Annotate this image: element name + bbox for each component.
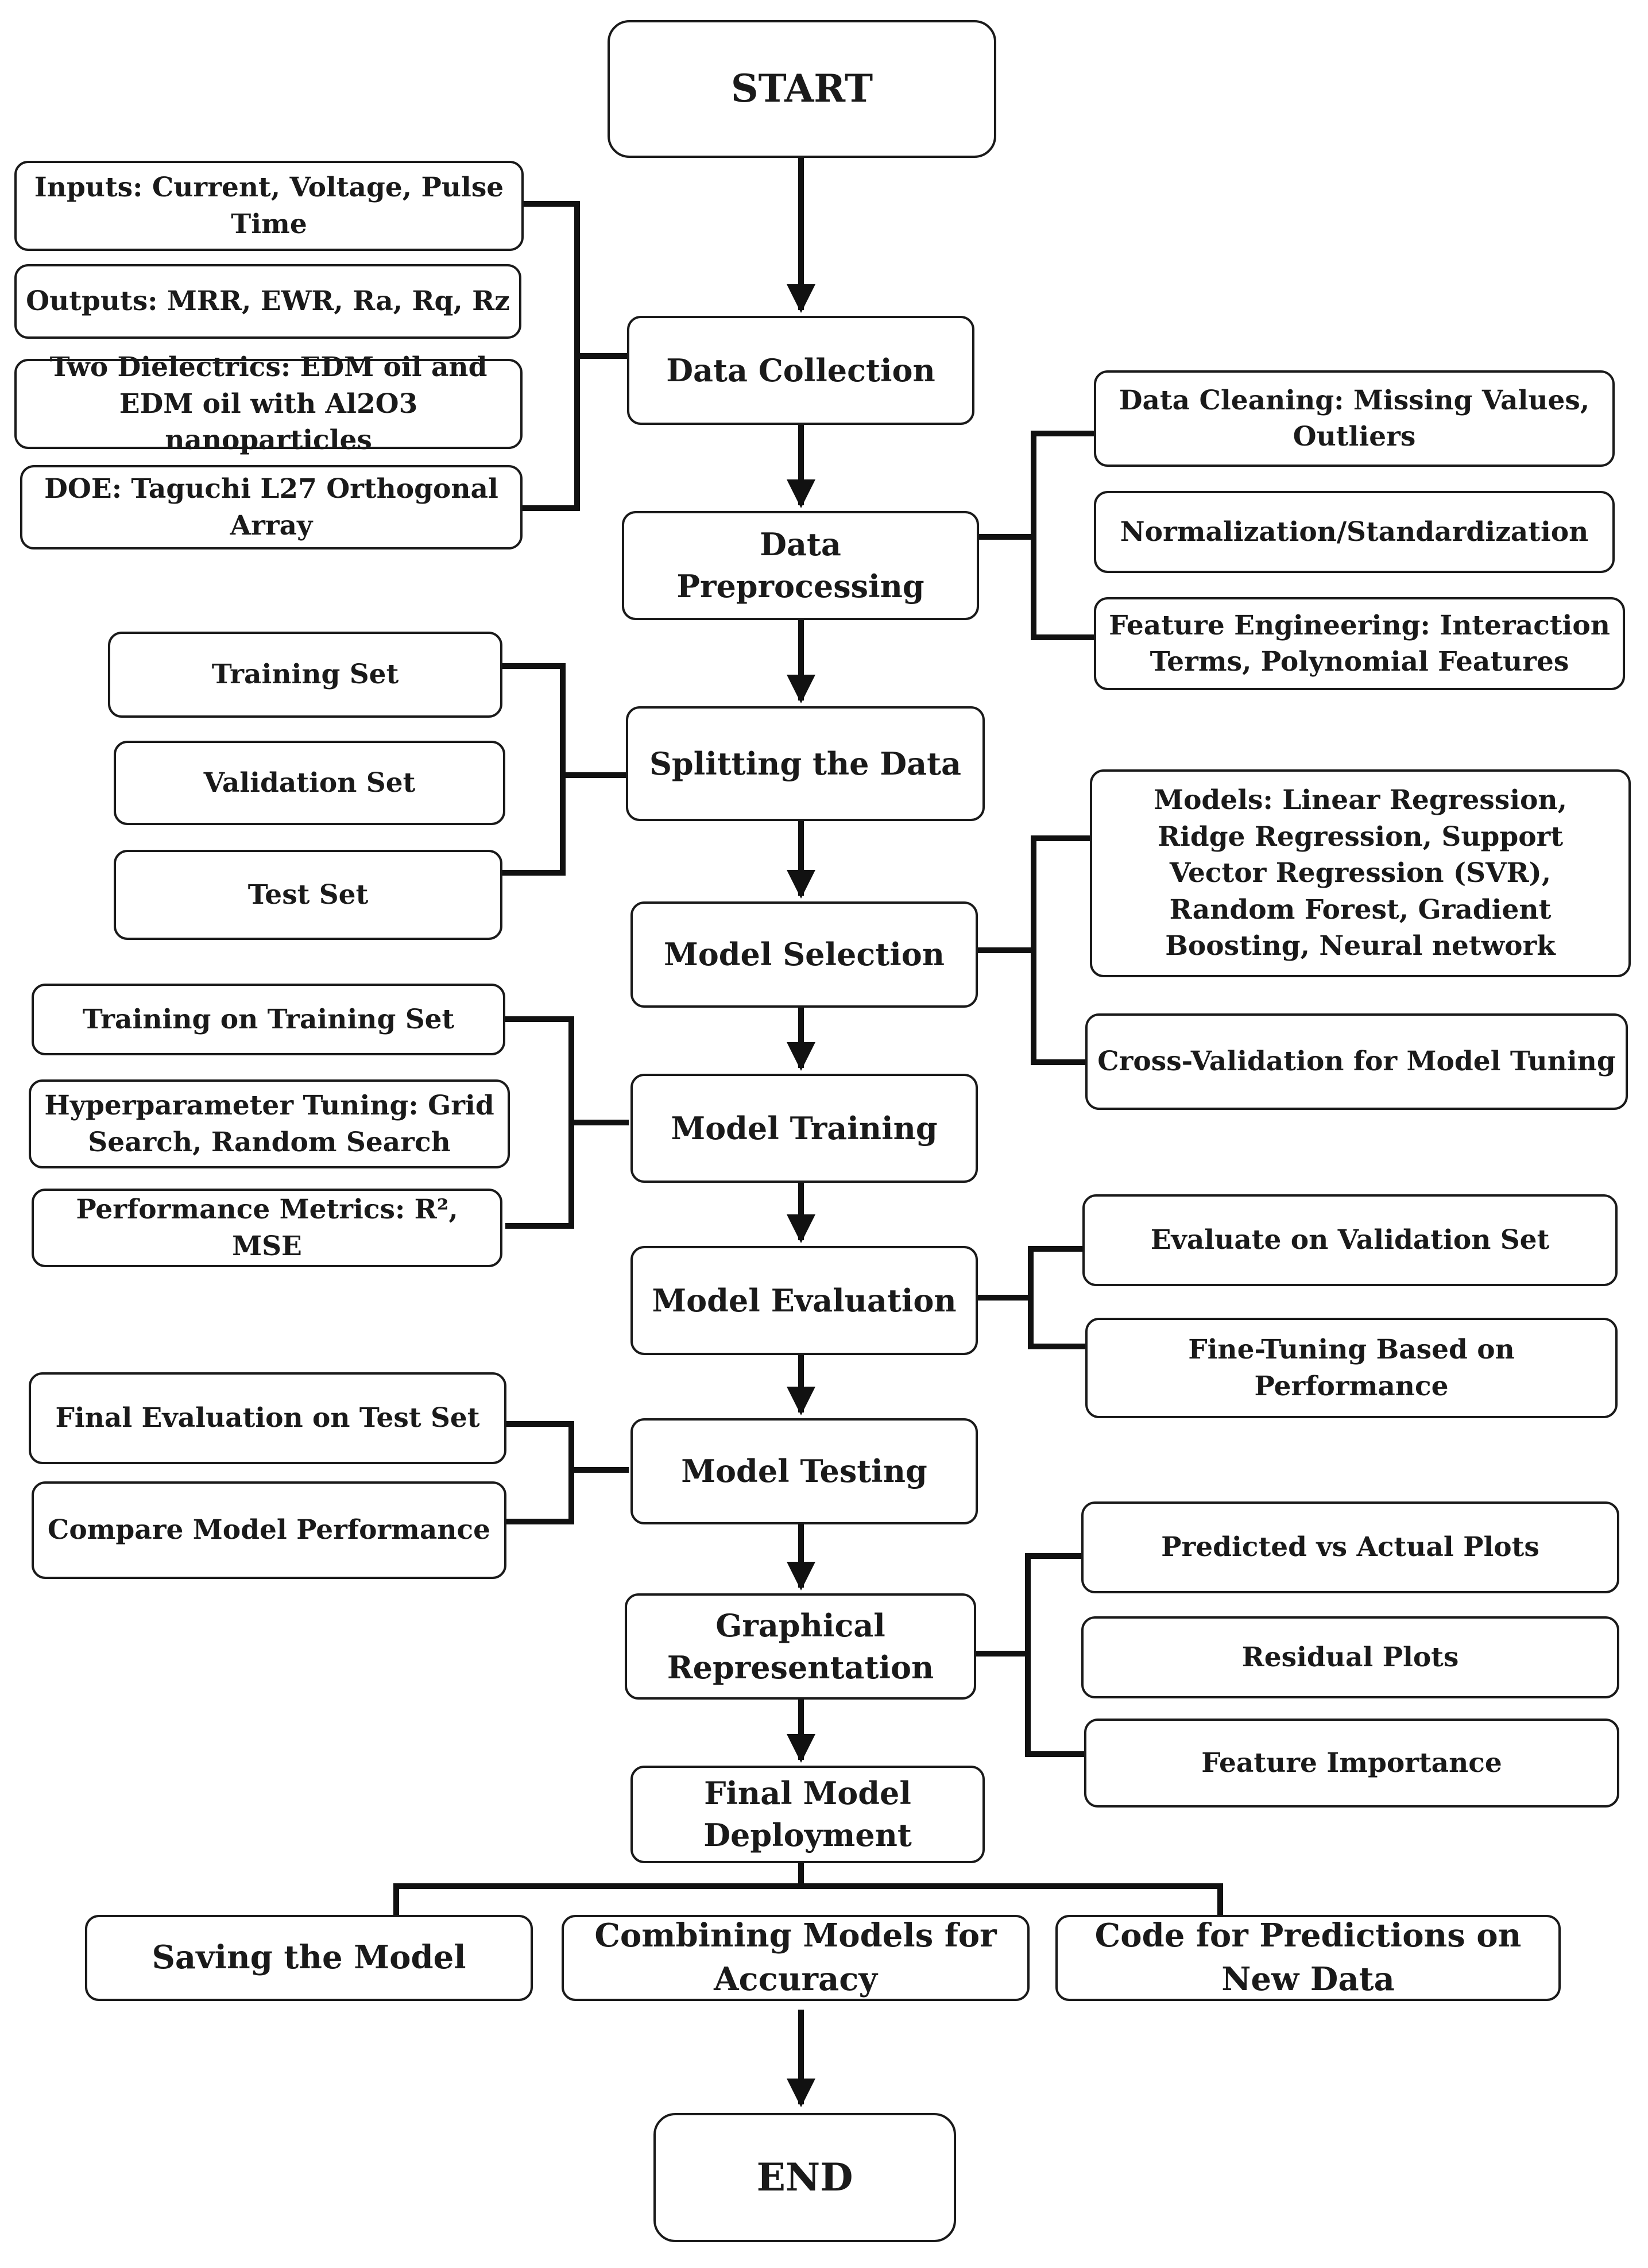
bracket-testing	[505, 1421, 629, 1524]
fine-tuning-based-on-performance: Fine-Tuning Based on Performance	[1085, 1318, 1618, 1418]
bracket-training	[505, 1016, 629, 1229]
end-terminal: END	[653, 2113, 956, 2242]
collection-outputs: Outputs: MRR, EWR, Ra, Rq, Rz	[14, 264, 521, 339]
bracket-graphical	[973, 1553, 1085, 1757]
residual-plots: Residual Plots	[1081, 1616, 1619, 1698]
graphical-representation-step: Graphical Representation	[625, 1593, 976, 1700]
evaluate-on-validation-set: Evaluate on Validation Set	[1082, 1194, 1618, 1286]
feature-importance: Feature Importance	[1084, 1719, 1619, 1808]
split-test-set: Test Set	[114, 850, 502, 940]
bracket-selection	[976, 835, 1094, 1065]
final-evaluation-on-test-set: Final Evaluation on Test Set	[29, 1372, 506, 1464]
training-performance-metrics: Performance Metrics: R², MSE	[32, 1189, 502, 1267]
combining-models-for-accuracy: Combining Models for Accuracy	[562, 1915, 1030, 2001]
compare-model-performance: Compare Model Performance	[32, 1481, 506, 1579]
bracket-deployment	[393, 1860, 1223, 1915]
final-deployment-step: Final Model Deployment	[630, 1766, 985, 1863]
model-testing-step: Model Testing	[630, 1418, 978, 1524]
data-preprocessing-step: Data Preprocessing	[622, 511, 979, 620]
collection-doe: DOE: Taguchi L27 Orthogonal Array	[20, 465, 523, 549]
predicted-vs-actual-plots: Predicted vs Actual Plots	[1081, 1501, 1619, 1593]
split-validation-set: Validation Set	[114, 741, 505, 825]
split-training-set: Training Set	[108, 632, 502, 718]
data-collection-step: Data Collection	[627, 316, 974, 425]
collection-dielectrics: Two Dielectrics: EDM oil and EDM oil wit…	[14, 351, 523, 456]
preprocessing-normalization: Normalization/Standardization	[1094, 491, 1615, 573]
training-on-training-set: Training on Training Set	[32, 984, 505, 1055]
selection-models-list: Models: Linear Regression, Ridge Regress…	[1090, 769, 1631, 977]
preprocessing-feature-engineering: Feature Engineering: Interaction Terms, …	[1094, 597, 1625, 690]
training-hyperparameter-tuning: Hyperparameter Tuning: Grid Search, Rand…	[29, 1079, 510, 1168]
bracket-evaluation	[976, 1246, 1088, 1349]
collection-inputs: Inputs: Current, Voltage, Pulse Time	[14, 161, 524, 251]
bracket-preprocessing	[976, 431, 1094, 640]
splitting-data-step: Splitting the Data	[626, 706, 985, 821]
preprocessing-cleaning: Data Cleaning: Missing Values, Outliers	[1094, 370, 1615, 467]
saving-the-model: Saving the Model	[85, 1915, 533, 2001]
start-terminal: START	[608, 20, 996, 158]
model-selection-step: Model Selection	[630, 901, 978, 1008]
bracket-collection	[523, 201, 632, 511]
code-for-predictions-on-new-data: Code for Predictions on New Data	[1055, 1915, 1561, 2001]
model-training-step: Model Training	[630, 1074, 978, 1183]
model-evaluation-step: Model Evaluation	[630, 1246, 978, 1355]
selection-cross-validation: Cross-Validation for Model Tuning	[1085, 1013, 1628, 1110]
bracket-splitting	[502, 663, 626, 876]
